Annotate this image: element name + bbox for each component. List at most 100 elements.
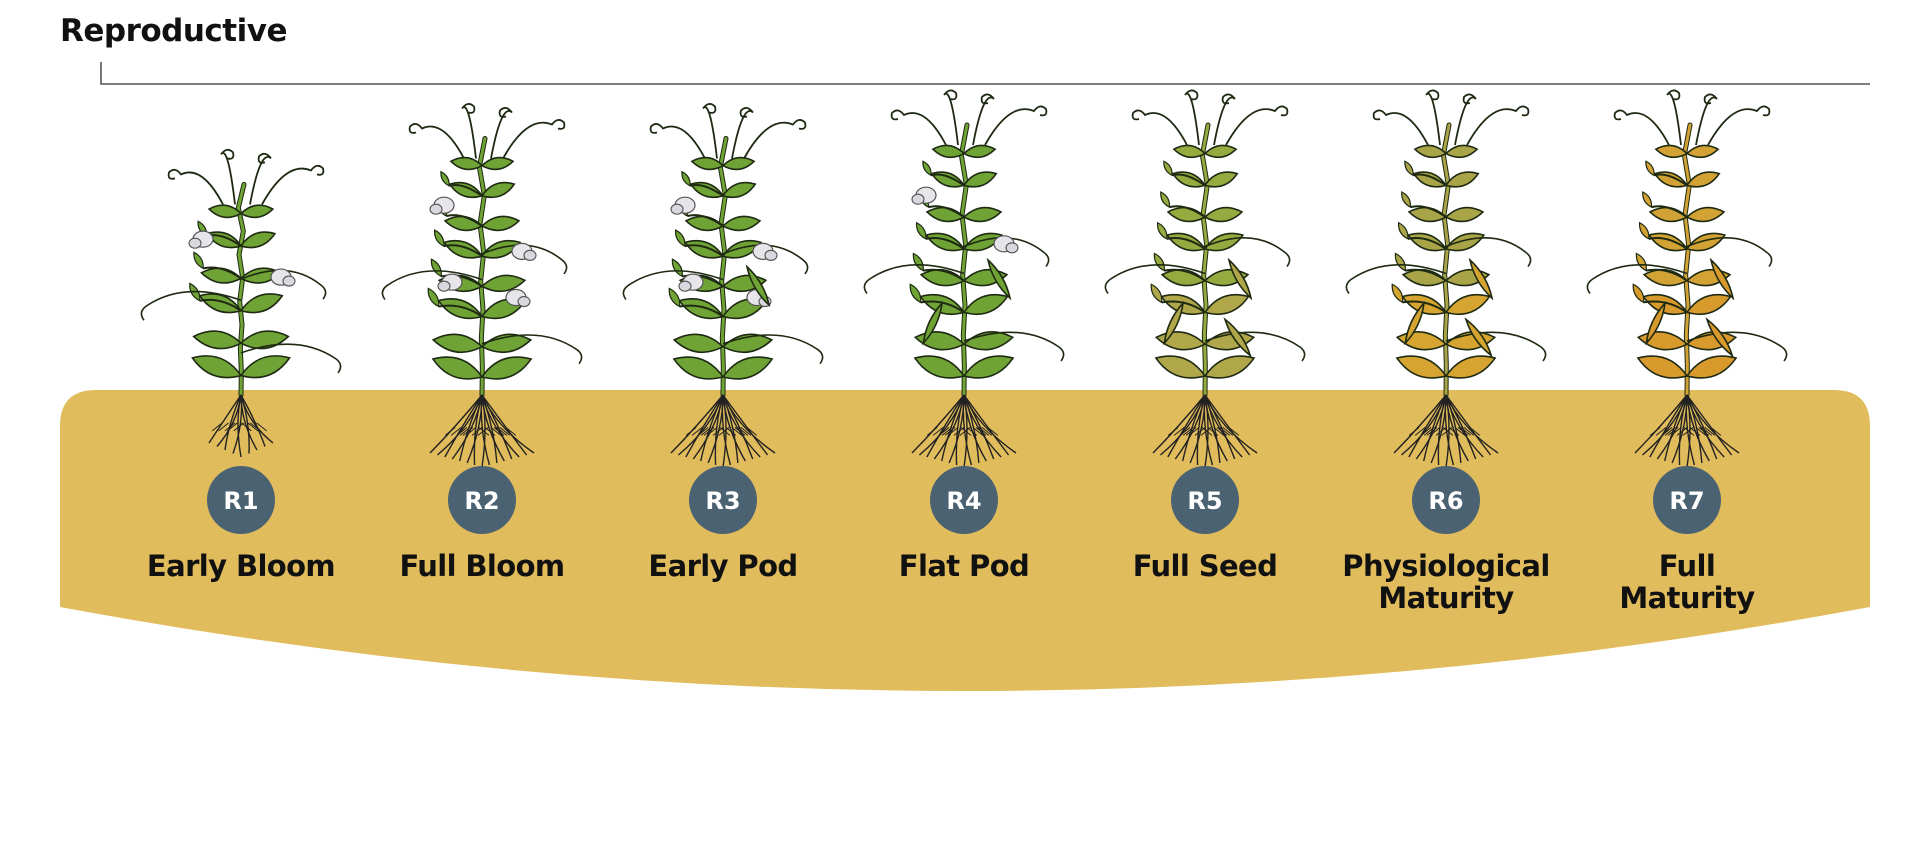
plant-pod (1468, 257, 1494, 301)
plant-leaf (239, 293, 284, 314)
plant-roots (911, 394, 1017, 468)
plant-branch (679, 304, 724, 318)
plant-leaf (1203, 144, 1238, 159)
plant-leaf (913, 355, 966, 379)
plant-leaflet (1404, 160, 1414, 177)
stage-badge: R2 (448, 466, 516, 534)
plant-flower (505, 288, 531, 308)
plant-branch (1643, 300, 1688, 314)
pea-plant-illustration (1586, 89, 1788, 468)
plant-leaflet (909, 283, 922, 304)
plant-leaflet (922, 160, 932, 177)
plant-leaf (442, 239, 484, 259)
plant-leaflet (440, 170, 450, 187)
plant-tendril (481, 244, 568, 275)
plant-branch (438, 304, 483, 318)
stage-code: R6 (1428, 487, 1463, 515)
plant-tendril (481, 334, 583, 365)
plant-leaf (1685, 144, 1720, 159)
plant-leaflet (915, 221, 927, 240)
plant-leaf (1172, 144, 1207, 159)
plant-tendril (502, 119, 566, 159)
plant-roots (429, 394, 535, 468)
stage-badge: R6 (1412, 466, 1480, 534)
plant-leaflet (427, 287, 440, 308)
plant-branch (930, 173, 965, 187)
plant-leaf (1154, 355, 1207, 379)
plant-tendril (1707, 105, 1771, 146)
plant-tendril (702, 103, 718, 159)
plant-leaf (1203, 171, 1239, 188)
plant-pod (1709, 257, 1735, 301)
plant-leaf (1636, 355, 1689, 379)
stage-label: Maturity (1619, 581, 1755, 615)
plant-leaf (913, 330, 966, 351)
plant-stem-fill (718, 137, 728, 397)
plant-leaf (480, 181, 516, 199)
plant-roots (1152, 394, 1258, 468)
plant-stem-fill (477, 137, 487, 397)
plant-tendril (490, 107, 513, 159)
plant-leaf (480, 356, 533, 380)
plant-leaf (1685, 206, 1726, 223)
stage-badge: R1 (207, 466, 275, 534)
stage-badge: R7 (1653, 466, 1721, 534)
plant-tendril (167, 168, 224, 205)
plant-branch (684, 244, 724, 258)
plant-branch (199, 298, 242, 312)
plant-leaf (431, 333, 484, 354)
plant-leaf (721, 239, 763, 259)
plant-tendril (1613, 109, 1670, 146)
plant-branch (446, 214, 483, 227)
plant-leaf (437, 298, 484, 320)
plant-leaf (1444, 206, 1485, 223)
stage-badge-circle (1171, 466, 1239, 534)
stage-badge-circle (448, 466, 516, 534)
plant-branch (687, 214, 724, 227)
stage-code: R2 (464, 487, 499, 515)
plant-branch (1166, 237, 1206, 250)
plant-branch (1651, 205, 1688, 218)
plant-leaf (672, 356, 725, 380)
plant-leaflet (1645, 160, 1655, 177)
plant-stem-fill (1441, 123, 1451, 397)
plant-flower (678, 273, 704, 292)
plant-leaf (1685, 232, 1727, 252)
plant-branch (1171, 173, 1206, 187)
plant-tendril (1372, 109, 1429, 146)
plant-leaf (931, 144, 966, 159)
plant-leaf (1444, 293, 1491, 316)
plant-leaf (721, 215, 762, 232)
plant-stem-fill (1682, 123, 1692, 397)
stage-code: R3 (705, 487, 740, 515)
plant-tendril (984, 105, 1048, 146)
plant-tendril (1213, 93, 1236, 146)
plant-pod (745, 264, 771, 308)
plant-flower (270, 268, 296, 287)
stage-badge: R5 (1171, 466, 1239, 534)
plant-pod (1227, 257, 1253, 301)
plant-roots (1634, 394, 1740, 468)
plant-branch (202, 266, 242, 280)
stage-label: Full Seed (1133, 549, 1278, 583)
stage-code: R5 (1187, 487, 1222, 515)
pea-plant-illustration (381, 103, 583, 468)
plant-leaf (480, 239, 522, 259)
plant-leaflet (430, 258, 442, 278)
plant-leaf (1685, 355, 1738, 379)
plant-tendril (722, 244, 809, 275)
plant-leaflet (681, 170, 691, 187)
plant-leaflet (1394, 252, 1406, 272)
plant-branch (689, 183, 724, 197)
plant-branch (1164, 268, 1206, 282)
plant-leaf (1685, 293, 1732, 316)
stage-badge-circle (689, 466, 757, 534)
plant-tendril (963, 331, 1065, 362)
plant-leaf (962, 355, 1015, 379)
stage-code: R4 (946, 487, 981, 515)
plant-tendril (1666, 89, 1682, 146)
plant-leaf (198, 293, 243, 314)
